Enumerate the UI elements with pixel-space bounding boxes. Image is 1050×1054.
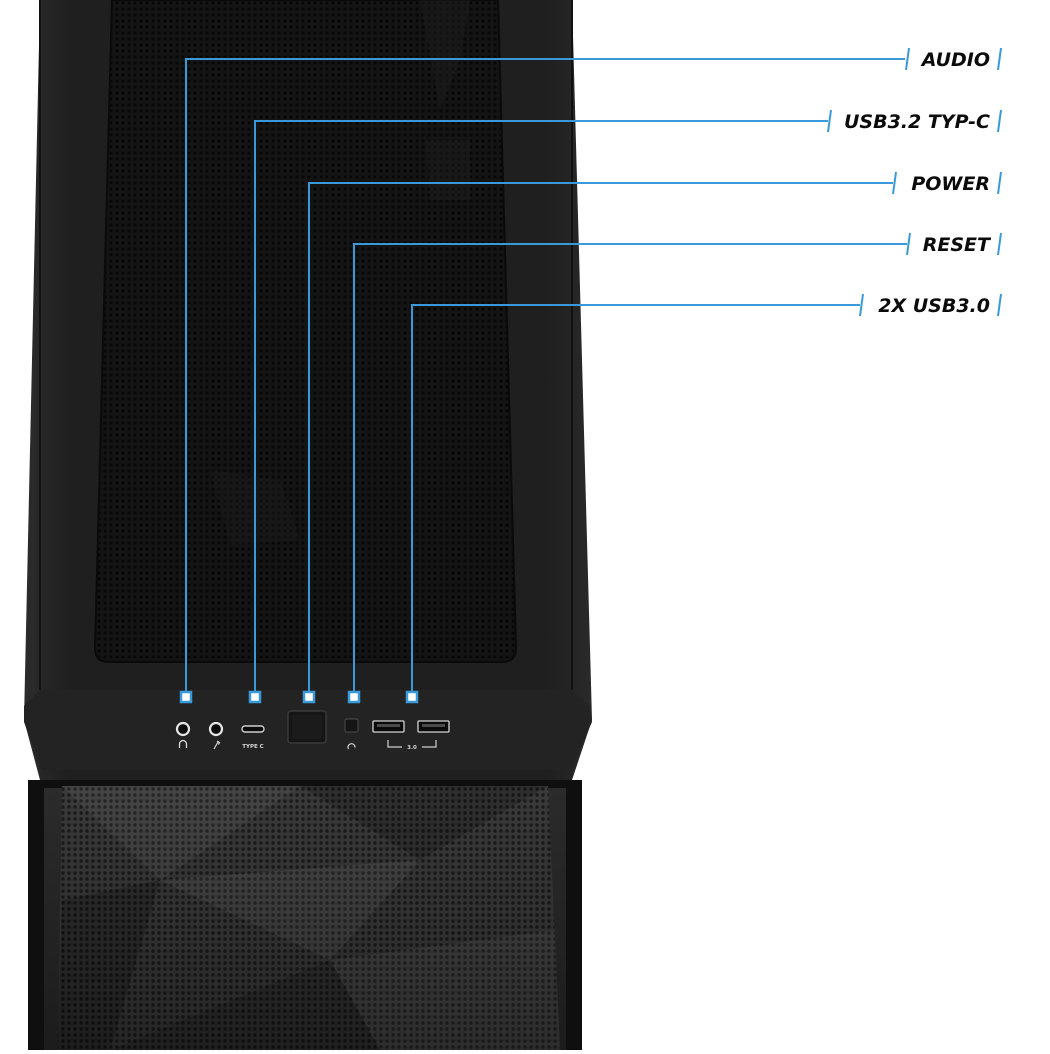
power-button[interactable] xyxy=(287,710,327,744)
callouts xyxy=(179,47,1002,704)
usb3-port-1[interactable] xyxy=(372,720,405,733)
type-c-caption: TYPE C xyxy=(242,744,263,750)
callout-marker-power xyxy=(302,690,316,704)
callout-labels: AUDIO USB3.2 TYP-C POWER RESET 2X USB3.0 xyxy=(844,49,992,317)
callout-marker-usb-c xyxy=(248,690,262,704)
usb-c-port[interactable]: TYPE C xyxy=(241,725,265,750)
callout-usb3 xyxy=(405,293,1002,704)
microphone-jack[interactable] xyxy=(208,721,224,750)
reset-button[interactable] xyxy=(344,718,359,750)
headphone-jack[interactable] xyxy=(175,721,191,748)
callout-marker-reset xyxy=(347,690,361,704)
callout-reset xyxy=(347,232,1002,704)
label-usb-c: USB3.2 TYP-C xyxy=(844,111,990,133)
front-panel xyxy=(28,780,582,1050)
usb-version-caption: 3.0 xyxy=(407,745,417,751)
label-usb3: 2X USB3.0 xyxy=(878,295,990,317)
usb3-port-2[interactable] xyxy=(417,720,450,733)
label-reset: RESET xyxy=(923,234,992,256)
callout-marker-usb3 xyxy=(405,690,419,704)
callout-audio xyxy=(179,47,1002,704)
usb3-bracket: 3.0 xyxy=(387,740,437,751)
callout-marker-audio xyxy=(179,690,193,704)
label-audio: AUDIO xyxy=(920,49,990,71)
callout-power xyxy=(302,171,1002,704)
headphone-icon xyxy=(178,739,188,748)
callout-usb-c xyxy=(248,109,1002,704)
top-mesh-panel xyxy=(93,0,518,663)
label-power: POWER xyxy=(911,173,990,195)
io-panel: TYPE C 3.0 xyxy=(175,710,450,751)
reset-icon xyxy=(347,743,356,750)
microphone-icon xyxy=(213,740,221,750)
